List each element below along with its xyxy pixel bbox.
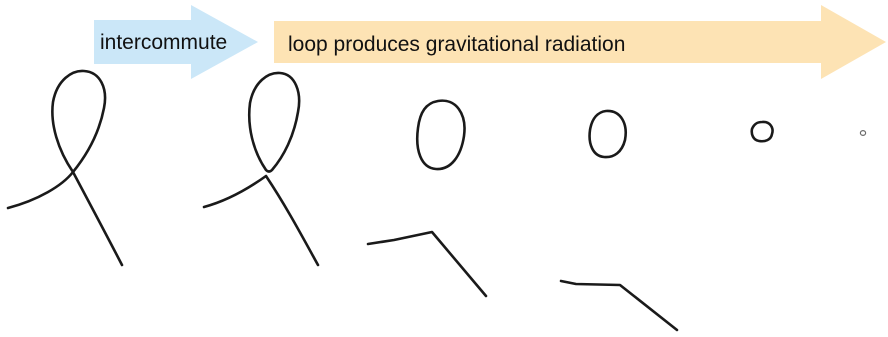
radiation-arrow-shape <box>274 5 886 79</box>
loop-tiny <box>859 130 867 137</box>
stage-6-tiny <box>859 130 867 137</box>
string-with-loop <box>6 69 124 267</box>
loop-medium <box>588 109 627 159</box>
stage-5-small <box>750 120 774 143</box>
stage-2-reconnection <box>202 71 320 267</box>
loop-large <box>415 99 466 171</box>
pinched-loop <box>248 71 301 173</box>
intercommute-arrow-shape <box>94 5 258 79</box>
intercommute-label: intercommute <box>100 31 227 54</box>
radiation-label: loop produces gravitational radiation <box>288 33 625 56</box>
kinked-string-1 <box>366 230 488 298</box>
stage-4-shrinking <box>559 109 679 332</box>
stage-1-crossing-loop <box>6 69 124 267</box>
reconnected-string <box>202 174 320 267</box>
kinked-string-2 <box>559 279 679 332</box>
stage-3-detached <box>366 99 488 298</box>
loop-small <box>750 120 774 143</box>
radiation-arrow: loop produces gravitational radiation <box>274 5 886 79</box>
intercommute-arrow: intercommute <box>94 5 258 79</box>
